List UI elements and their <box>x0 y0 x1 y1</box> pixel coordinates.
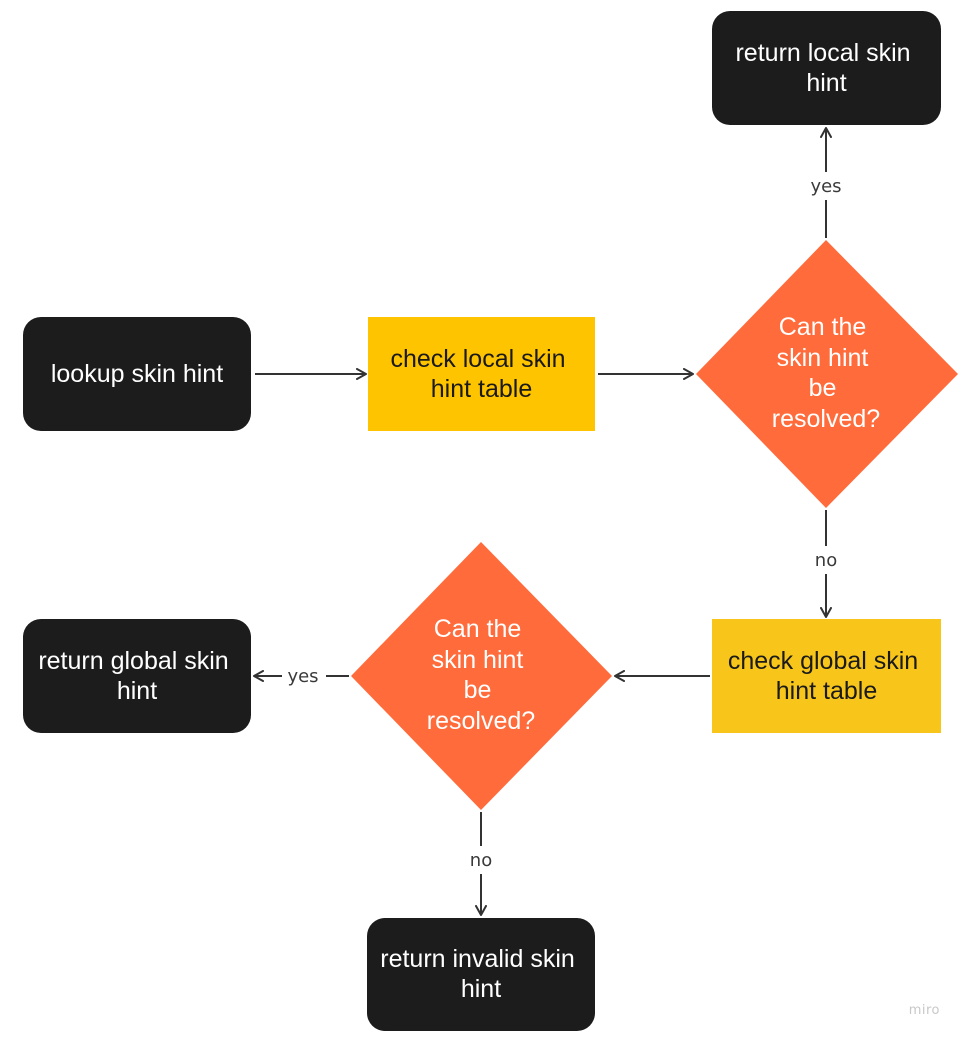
edge-label-global-no: no <box>470 850 492 871</box>
node-return-invalid-label: return invalid skin hint <box>380 945 581 1003</box>
node-check-global-label: check global skin hint table <box>728 647 925 705</box>
node-decision-local-resolved: Can the skin hint be resolved? <box>696 240 958 508</box>
node-return-invalid-skin-hint: return invalid skin hint <box>367 918 595 1031</box>
node-check-global-skin-hint-table: check global skin hint table <box>712 619 941 733</box>
node-decision-global-resolved: Can the skin hint be resolved? <box>351 542 612 810</box>
node-return-global-skin-hint: return global skin hint <box>23 619 251 733</box>
edge-label-local-no: no <box>815 550 837 571</box>
node-return-local-skin-hint: return local skin hint <box>712 11 941 125</box>
node-lookup-label: lookup skin hint <box>51 360 223 388</box>
node-check-local-label: check local skin hint table <box>390 345 572 403</box>
node-return-global-label: return global skin hint <box>38 647 235 705</box>
edge-label-local-yes: yes <box>810 176 841 197</box>
edge-label-global-yes: yes <box>287 666 318 687</box>
node-return-local-label: return local skin hint <box>735 39 917 97</box>
node-decision-local-label: Can the skin hint be resolved? <box>772 313 880 433</box>
node-check-local-skin-hint-table: check local skin hint table <box>368 317 595 431</box>
node-decision-global-label: Can the skin hint be resolved? <box>427 615 535 735</box>
node-lookup-skin-hint: lookup skin hint <box>23 317 251 431</box>
miro-watermark: miro <box>908 1003 940 1018</box>
